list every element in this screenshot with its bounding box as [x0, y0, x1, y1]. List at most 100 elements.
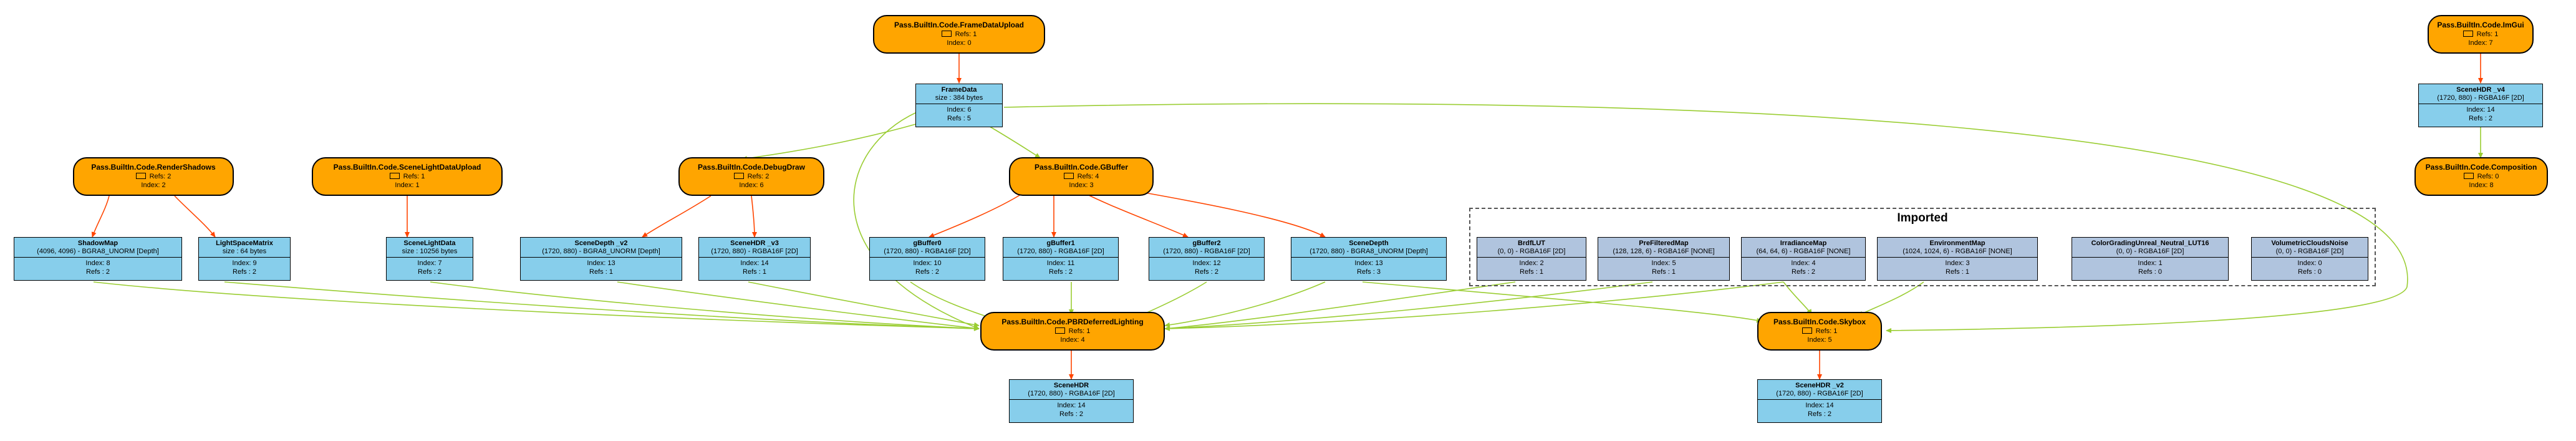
pass-pbr-deferred-lighting[interactable]: Pass.BuiltIn.Code.PBRDeferredLighting Re…	[980, 312, 1165, 351]
resource-gbuffer0[interactable]: gBuffer0(1720, 880) - RGBA16F [2D] Index…	[869, 237, 985, 281]
imported-cluster-title: Imported	[1897, 211, 1948, 225]
resource-scene-hdr-v2[interactable]: SceneHDR _v2(1720, 880) - RGBA16F [2D] I…	[1757, 379, 1882, 423]
resource-name: LightSpaceMatrix	[216, 240, 273, 247]
resource-index: Index: 4	[1791, 259, 1816, 267]
resource-name: gBuffer1	[1046, 240, 1075, 247]
pass-skybox[interactable]: Pass.BuiltIn.Code.Skybox Refs: 1 Index: …	[1757, 312, 1882, 351]
resource-scene-depth[interactable]: SceneDepth(1720, 880) - BGRA8_UNORM [Dep…	[1291, 237, 1447, 281]
resource-refs: Refs : 2	[1059, 410, 1083, 418]
edge-read	[1858, 281, 1924, 316]
resource-desc: (1720, 880) - RGBA16F [2D]	[1028, 390, 1115, 397]
pass-refs: Refs: 2	[149, 173, 171, 180]
resource-index: Index: 9	[232, 259, 257, 267]
resource-desc: (0, 0) - RGBA16F [2D]	[2275, 248, 2344, 255]
pass-frame-data-upload[interactable]: Pass.BuiltIn.Code.FrameDataUpload Refs: …	[873, 15, 1045, 54]
pass-index: Index: 2	[141, 182, 166, 189]
edge-read	[1164, 281, 1653, 331]
resource-color-grading-lut[interactable]: ColorGradingUnreal_Neutral_LUT16(0, 0) -…	[2072, 237, 2229, 281]
resource-refs: Refs : 1	[1520, 268, 1543, 276]
resource-desc: size : 10256 bytes	[402, 248, 458, 255]
pass-refs: Refs: 1	[1815, 327, 1838, 335]
resource-scene-hdr-v4[interactable]: SceneHDR _v4(1720, 880) - RGBA16F [2D] I…	[2418, 84, 2543, 127]
edge-read	[1362, 281, 1762, 323]
edge-read	[1164, 281, 1784, 331]
resource-refs: Refs : 1	[1946, 268, 1969, 276]
resource-prefiltered-map[interactable]: PreFilteredMap(128, 128, 6) - RGBA16F [N…	[1598, 237, 1730, 281]
edge-read	[853, 112, 980, 329]
pass-index: Index: 6	[739, 182, 764, 189]
edge-read	[1164, 281, 1326, 327]
pass-name: Pass.BuiltIn.Code.GBuffer	[1034, 163, 1129, 172]
pass-box-icon	[733, 173, 744, 179]
edge-write	[929, 193, 1023, 238]
resource-name: ShadowMap	[77, 240, 118, 247]
resource-index: Index: 12	[1192, 259, 1221, 267]
resource-name: SceneDepth	[1349, 240, 1389, 247]
resource-index: Index: 14	[740, 259, 769, 267]
resource-scene-depth-v2[interactable]: SceneDepth _v2(1720, 880) - BGRA8_UNORM …	[520, 237, 682, 281]
pass-refs: Refs: 0	[2477, 173, 2499, 180]
resource-refs: Refs : 2	[2469, 115, 2492, 122]
resource-index: Index: 0	[2297, 259, 2322, 267]
pass-debug-draw[interactable]: Pass.BuiltIn.Code.DebugDraw Refs: 2 Inde…	[678, 157, 824, 196]
resource-name: gBuffer2	[1192, 240, 1221, 247]
resource-gbuffer1[interactable]: gBuffer1(1720, 880) - RGBA16F [2D] Index…	[1003, 237, 1119, 281]
resource-name: SceneHDR _v3	[730, 240, 779, 247]
resource-name: SceneHDR _v2	[1795, 382, 1844, 389]
pass-name: Pass.BuiltIn.Code.SceneLightDataUpload	[333, 163, 481, 172]
resource-name: ColorGradingUnreal_Neutral_LUT16	[2091, 240, 2209, 247]
resource-scene-hdr-v3[interactable]: SceneHDR _v3(1720, 880) - RGBA16F [2D] I…	[698, 237, 811, 281]
pass-box-icon	[2463, 173, 2474, 179]
pass-refs: Refs: 1	[955, 31, 977, 38]
resource-gbuffer2[interactable]: gBuffer2(1720, 880) - RGBA16F [2D] Index…	[1149, 237, 1265, 281]
resource-name: FrameData	[941, 86, 977, 94]
pass-name: Pass.BuiltIn.Code.FrameDataUpload	[894, 21, 1025, 29]
edge-write	[642, 195, 712, 238]
pass-render-shadows[interactable]: Pass.BuiltIn.Code.RenderShadows Refs: 2 …	[73, 157, 234, 196]
pass-name: Pass.BuiltIn.Code.DebugDraw	[697, 163, 806, 172]
resource-volumetric-clouds-noise[interactable]: VolumetricCloudsNoise(0, 0) - RGBA16F [2…	[2251, 237, 2368, 281]
resource-desc: (1720, 880) - RGBA16F [2D]	[711, 248, 798, 255]
pass-index: Index: 0	[947, 39, 972, 47]
pass-index: Index: 5	[1807, 336, 1832, 344]
edge-read	[748, 281, 980, 327]
pass-imgui[interactable]: Pass.BuiltIn.Code.ImGui Refs: 1 Index: 7	[2428, 15, 2534, 54]
pass-composition[interactable]: Pass.BuiltIn.Code.Composition Refs: 0 In…	[2414, 157, 2548, 196]
pass-box-icon	[941, 31, 952, 37]
edge-read	[430, 281, 980, 331]
resource-desc: (0, 0) - RGBA16F [2D]	[2116, 248, 2184, 255]
pass-refs: Refs: 4	[1077, 173, 1099, 180]
resource-refs: Refs : 2	[233, 268, 256, 276]
resource-refs: Refs : 2	[1808, 410, 1831, 418]
resource-shadow-map[interactable]: ShadowMap(4096, 4096) - BGRA8_UNORM [Dep…	[14, 237, 182, 281]
resource-index: Index: 14	[1805, 402, 1834, 409]
edge-write	[174, 195, 216, 238]
resource-desc: (1720, 880) - BGRA8_UNORM [Depth]	[542, 248, 660, 255]
resource-desc: (1720, 880) - RGBA16F [2D]	[884, 248, 971, 255]
resource-environment-map[interactable]: EnvironmentMap(1024, 1024, 6) - RGBA16F …	[1877, 237, 2038, 281]
resource-desc: (128, 128, 6) - RGBA16F [NONE]	[1613, 248, 1715, 255]
pass-refs: Refs: 1	[2476, 31, 2499, 38]
edge-write	[751, 195, 757, 238]
resource-name: IrradianceMap	[1780, 240, 1827, 247]
pass-index: Index: 1	[395, 182, 420, 189]
pass-scene-light-data-upload[interactable]: Pass.BuiltIn.Code.SceneLightDataUpload R…	[312, 157, 503, 196]
resource-desc: (4096, 4096) - BGRA8_UNORM [Depth]	[37, 248, 159, 255]
pass-index: Index: 3	[1069, 182, 1094, 189]
resource-index: Index: 11	[1046, 259, 1075, 267]
pass-box-icon	[135, 173, 146, 179]
resource-irradiance-map[interactable]: IrradianceMap(64, 64, 6) - RGBA16F [NONE…	[1741, 237, 1866, 281]
resource-name: SceneHDR	[1053, 382, 1089, 389]
pass-refs: Refs: 1	[403, 173, 425, 180]
resource-scene-hdr[interactable]: SceneHDR(1720, 880) - RGBA16F [2D] Index…	[1009, 379, 1134, 423]
edge-read	[741, 118, 936, 161]
resource-desc: (0, 0) - RGBA16F [2D]	[1497, 248, 1566, 255]
pass-gbuffer[interactable]: Pass.BuiltIn.Code.GBuffer Refs: 4 Index:…	[1009, 157, 1154, 196]
pass-refs: Refs: 1	[1068, 327, 1091, 335]
resource-desc: (1024, 1024, 6) - RGBA16F [NONE]	[1903, 248, 2012, 255]
resource-desc: (1720, 880) - RGBA16F [2D]	[1776, 390, 1863, 397]
